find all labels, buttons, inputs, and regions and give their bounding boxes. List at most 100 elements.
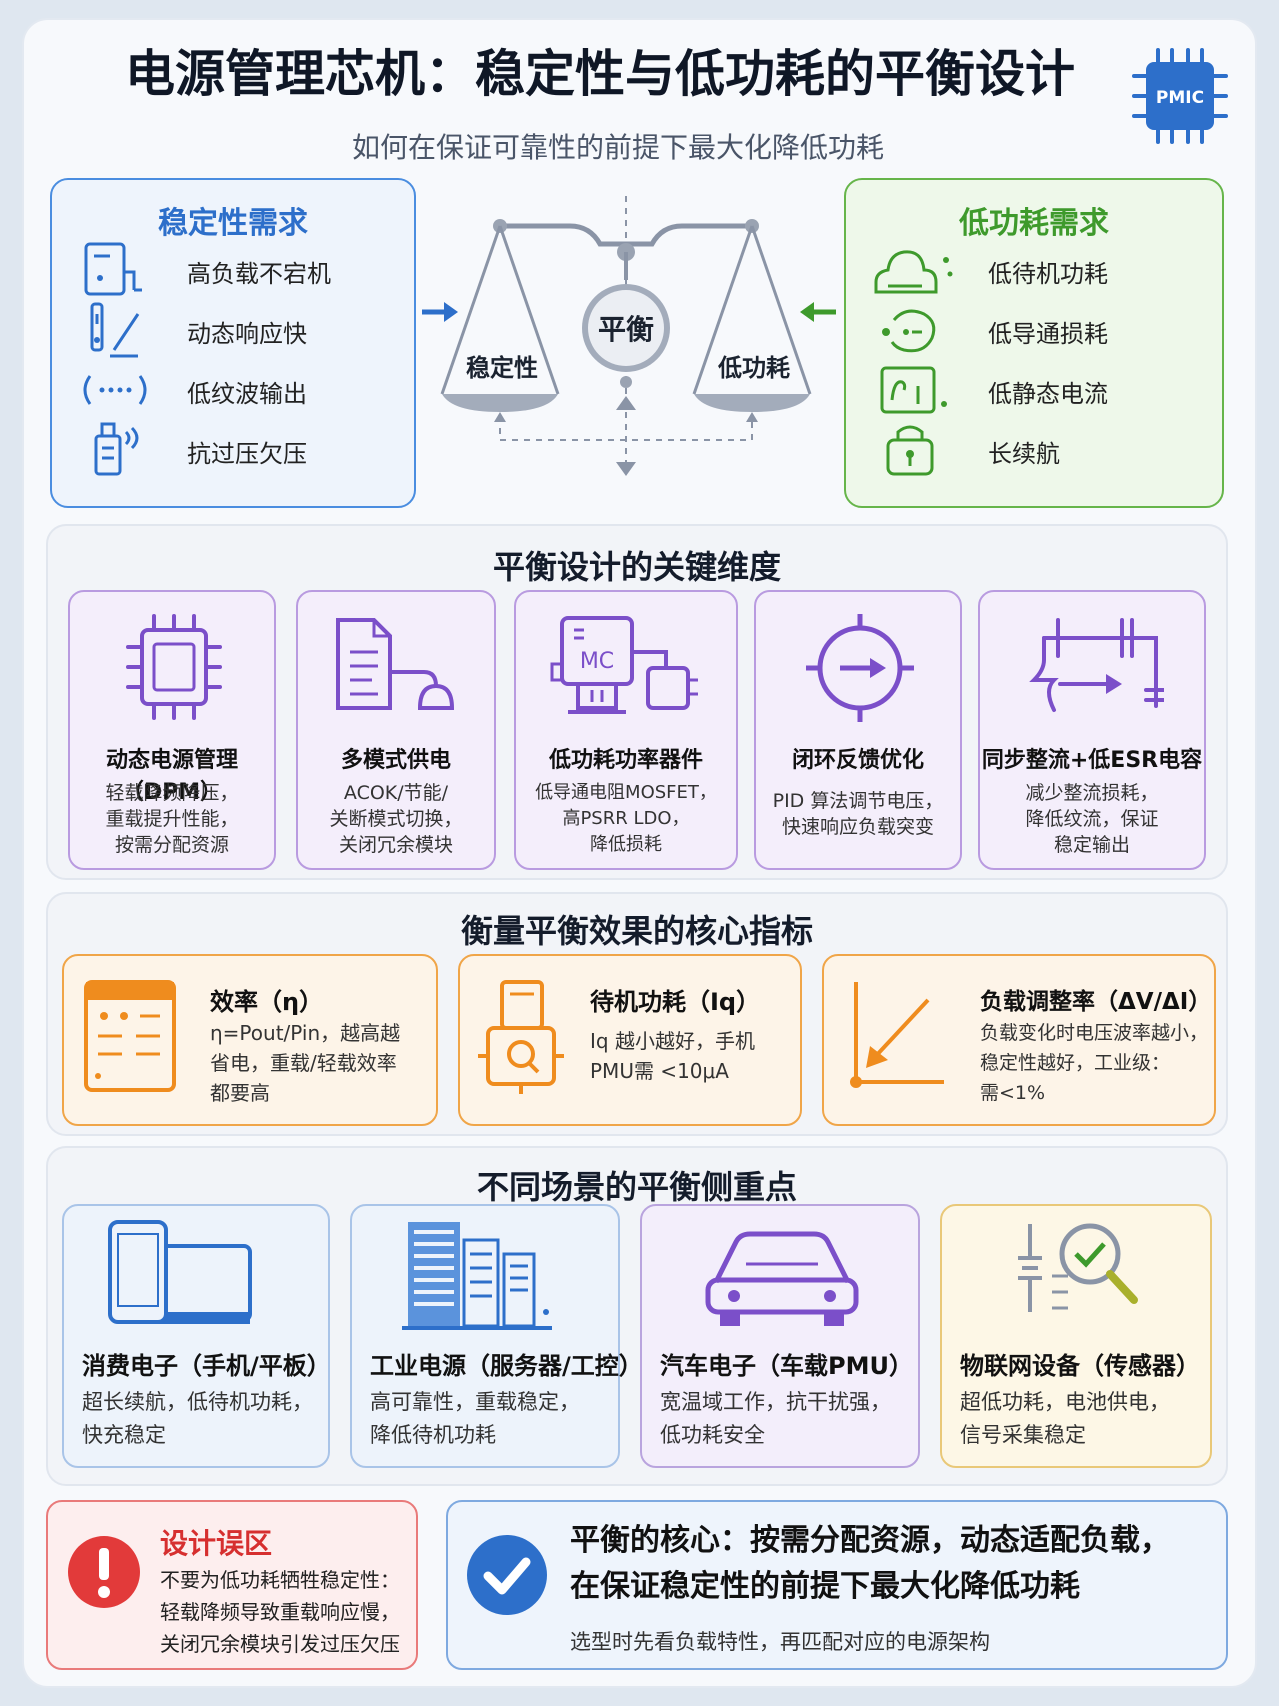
metrics-section: 衡量平衡效果的核心指标 效率（η） η=Pout/Pin，越高越省电，重载/轻载… xyxy=(46,892,1228,1136)
metrics-title: 衡量平衡效果的核心指标 xyxy=(460,912,813,950)
mcu-label: MC xyxy=(580,649,614,674)
pen-icon xyxy=(90,302,140,358)
stability-panel: 稳定性需求 高负载不宕机 动态响应快 低纹波输出 xyxy=(50,178,416,508)
lowpower-item-label: 低导通损耗 xyxy=(988,320,1108,348)
metric-title: 效率（η） xyxy=(210,988,324,1016)
list-item: 低静态电流 xyxy=(846,360,1222,420)
shield-icon xyxy=(94,422,139,476)
circuit-icon xyxy=(1029,618,1164,712)
list-item: 高负载不宕机 xyxy=(52,240,414,300)
scenario-desc: 宽温域工作，抗干扰强，低功耗安全 xyxy=(660,1390,891,1447)
exclamation-icon xyxy=(68,1536,140,1608)
scenario-title: 工业电源（服务器/工控） xyxy=(370,1352,643,1380)
dimension-title: 低功耗功率器件 xyxy=(548,748,703,773)
scale-left-label: 稳定性 xyxy=(466,354,538,382)
lowpower-item-label: 低待机功耗 xyxy=(988,260,1108,288)
car-icon xyxy=(705,1231,859,1326)
loop-icon xyxy=(882,309,936,353)
dimension-title: 动态电源管理（DPM） xyxy=(105,748,238,805)
balance-scale: 平衡 稳定性 低功耗 xyxy=(440,196,812,476)
check-circle-icon xyxy=(467,1535,547,1615)
core-title: 平衡的核心：按需分配资源，动态适配负载，在保证稳定性的前提下最大化降低功耗 xyxy=(570,1523,1170,1604)
standby-icon xyxy=(478,980,564,1094)
dimension-card: 多模式供电 ACOK/节能/关断模式切换，关闭冗余模块 xyxy=(296,590,496,870)
dimension-desc: ACOK/节能/关断模式切换，关闭冗余模块 xyxy=(329,782,463,856)
dimension-title: 闭环反馈优化 xyxy=(791,748,924,773)
server-icon xyxy=(84,242,142,296)
pmic-chip-icon: PMIC xyxy=(1132,48,1228,144)
page-subtitle: 如何在保证可靠性的前提下最大化降低功耗 xyxy=(351,131,884,164)
lowpower-item-label: 低静态电流 xyxy=(988,380,1108,408)
sensor-icon xyxy=(1018,1223,1138,1312)
dimension-desc: 低导通电阻MOSFET，高PSRR LDO，降低损耗 xyxy=(535,782,717,855)
metric-title: 负载调整率（ΔV/ΔI） xyxy=(980,989,1212,1015)
stability-title: 稳定性需求 xyxy=(158,206,308,241)
metric-title: 待机功耗（Iq） xyxy=(590,988,761,1016)
metric-card: 负载调整率（ΔV/ΔI） 负载变化时电压波率越小，稳定性越好，工业级：需<1% xyxy=(822,954,1216,1126)
lowpower-panel: 低功耗需求 低待机功耗 低导通损耗 低静态电流 xyxy=(844,178,1224,508)
dimension-desc: 轻载降频降压，重载提升性能，按需分配资源 xyxy=(105,782,239,856)
arrow-right-icon xyxy=(422,302,458,322)
dimension-desc: 减少整流损耗，降低纹流，保证稳定输出 xyxy=(1025,782,1159,856)
dimension-card: 闭环反馈优化 PID 算法调节电压，快速响应负载突变 xyxy=(754,590,962,870)
dimensions-title: 平衡设计的关键维度 xyxy=(492,548,781,586)
scenario-title: 物联网设备（传感器） xyxy=(960,1352,1200,1380)
chip-icon xyxy=(126,614,222,720)
chart-icon xyxy=(850,982,944,1088)
list-item: 低纹波输出 xyxy=(52,360,414,420)
scenario-card: 工业电源（服务器/工控） 高可靠性，重载稳定，降低待机功耗 xyxy=(350,1204,643,1468)
dimension-card: MC 低功耗功率器件 低导通电阻MOSFET，高PSRR LDO，降低损耗 xyxy=(514,590,738,870)
metric-desc: η=Pout/Pin，越高越省电，重载/轻载效率都要高 xyxy=(210,1021,401,1105)
warning-title: 设计误区 xyxy=(160,1527,273,1560)
document-icon xyxy=(336,618,455,710)
pmic-label: PMIC xyxy=(1156,88,1204,108)
scenarios-title: 不同场景的平衡侧重点 xyxy=(476,1168,797,1206)
list-item: 低导通损耗 xyxy=(846,300,1222,360)
scenario-desc: 超长续航，低待机功耗，快充稳定 xyxy=(82,1390,313,1447)
lowpower-item-label: 长续航 xyxy=(988,440,1060,468)
cloud-icon xyxy=(874,250,953,294)
stability-item-label: 动态响应快 xyxy=(187,320,307,348)
wave-icon xyxy=(83,375,147,405)
mcu-icon: MC xyxy=(550,616,698,714)
target-icon xyxy=(806,614,914,722)
scenario-desc: 超低功耗，电池供电，信号采集稳定 xyxy=(960,1390,1170,1447)
dimension-title: 多模式供电 xyxy=(340,748,451,773)
battery-icon xyxy=(886,425,934,476)
list-item: 动态响应快 xyxy=(52,300,414,360)
dimension-card: 动态电源管理（DPM） 轻载降频降压，重载提升性能，按需分配资源 xyxy=(68,590,276,870)
list-item: 长续航 xyxy=(846,420,1222,480)
dimension-title: 同步整流+低ESR电容 xyxy=(981,748,1203,773)
gauge-icon xyxy=(880,366,947,414)
stability-item-label: 抗过压欠压 xyxy=(187,440,307,468)
building-icon xyxy=(402,1222,552,1330)
arrow-left-icon xyxy=(800,302,836,322)
scenario-card: 消费电子（手机/平板） 超长续航，低待机功耗，快充稳定 xyxy=(62,1204,331,1468)
metric-card: 效率（η） η=Pout/Pin，越高越省电，重载/轻载效率都要高 xyxy=(62,954,438,1126)
scenario-title: 汽车电子（车载PMU） xyxy=(660,1352,913,1380)
scenario-card: 物联网设备（传感器） 超低功耗，电池供电，信号采集稳定 xyxy=(940,1204,1212,1468)
table-icon xyxy=(84,980,176,1092)
core-note: 选型时先看负载特性，再匹配对应的电源架构 xyxy=(570,1630,990,1654)
core-panel: 平衡的核心：按需分配资源，动态适配负载，在保证稳定性的前提下最大化降低功耗 选型… xyxy=(446,1500,1228,1670)
list-item: 低待机功耗 xyxy=(846,240,1222,300)
scale-right-label: 低功耗 xyxy=(717,354,790,382)
dimension-desc: PID 算法调节电压，快速响应负载突变 xyxy=(772,790,944,838)
lowpower-title: 低功耗需求 xyxy=(959,206,1109,241)
stability-item-label: 高负载不宕机 xyxy=(187,260,331,288)
dimensions-section: 平衡设计的关键维度 动态电源管理（DPM） 轻载降频降压，重载提升性能，按需分配… xyxy=(46,524,1228,880)
warning-desc: 不要为低功耗牺牲稳定性：轻载降频导致重载响应慢，关闭冗余模块引发过压欠压 xyxy=(160,1568,400,1656)
scenario-desc: 高可靠性，重载稳定，降低待机功耗 xyxy=(370,1390,580,1447)
page-title: 电源管理芯机：稳定性与低功耗的平衡设计 xyxy=(125,45,1075,103)
scenario-title: 消费电子（手机/平板） xyxy=(82,1352,331,1380)
scenarios-section: 不同场景的平衡侧重点 消费电子（手机/平板） 超长续航，低待机功耗，快充稳定 工… xyxy=(46,1146,1228,1486)
scale-center-label: 平衡 xyxy=(598,313,654,346)
list-item: 抗过压欠压 xyxy=(52,420,414,480)
metric-desc: 负载变化时电压波率越小，稳定性越好，工业级：需<1% xyxy=(980,1022,1209,1104)
stability-item-label: 低纹波输出 xyxy=(187,380,307,408)
scenario-card: 汽车电子（车载PMU） 宽温域工作，抗干扰强，低功耗安全 xyxy=(640,1204,920,1468)
devices-icon xyxy=(108,1220,252,1324)
dimension-card: 同步整流+低ESR电容 减少整流损耗，降低纹流，保证稳定输出 xyxy=(978,590,1206,870)
